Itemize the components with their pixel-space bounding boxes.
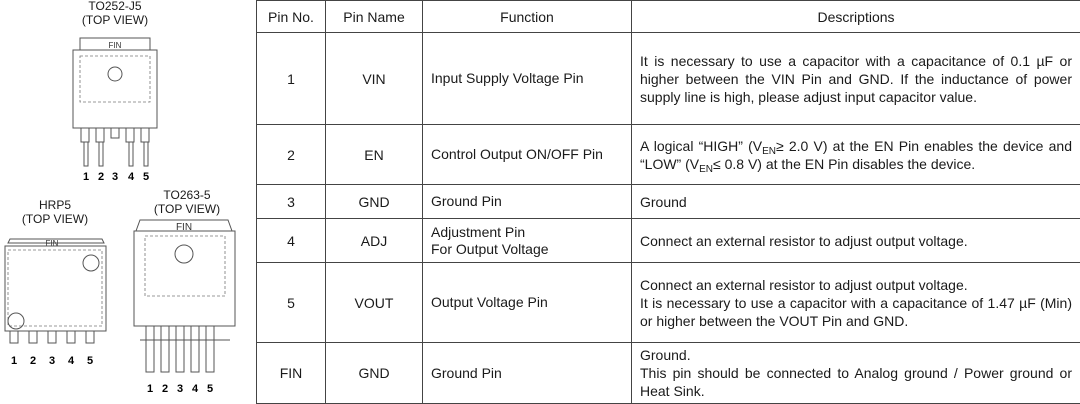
- to263-pin-number: 4: [192, 383, 199, 395]
- table-row: 3 GND Ground Pin Ground: [257, 185, 1080, 219]
- function-line: Ground Pin: [431, 193, 623, 210]
- function-cell: Output Voltage Pin: [423, 263, 632, 343]
- to263-pin-number: 3: [177, 383, 183, 395]
- function-cell: Input Supply Voltage Pin: [423, 33, 632, 125]
- header-pin-name: Pin Name: [326, 1, 423, 33]
- to263-pin-number: 5: [207, 383, 213, 395]
- function-line: Ground Pin: [431, 365, 623, 382]
- function-cell: Control Output ON/OFF Pin: [423, 125, 632, 185]
- header-descriptions: Descriptions: [632, 1, 1080, 33]
- description-cell: Ground: [632, 185, 1080, 219]
- description-cell: Ground.This pin should be connected to A…: [632, 343, 1080, 404]
- description-cell: Connect an external resistor to adjust o…: [632, 263, 1080, 343]
- function-cell: Ground Pin: [423, 343, 632, 404]
- header-function: Function: [423, 1, 632, 33]
- function-line: For Output Voltage: [431, 241, 623, 258]
- pin-name-cell: GND: [326, 185, 423, 219]
- to263-pin-number: 2: [162, 383, 168, 395]
- function-line: Adjustment Pin: [431, 224, 623, 241]
- description-line: This pin should be connected to Analog g…: [640, 364, 1072, 400]
- description-line: It is necessary to use a capacitor with …: [640, 52, 1072, 106]
- to263-pin1-mark: [175, 245, 193, 263]
- pin-no-cell: 3: [257, 185, 326, 219]
- en-desc-part1: A logical “HIGH” (V: [640, 138, 762, 154]
- en-desc-part3: ≤ 0.8 V) at the EN Pin disables the devi…: [713, 156, 975, 172]
- table-row: 1 VIN Input Supply Voltage Pin It is nec…: [257, 33, 1080, 125]
- description-line: It is necessary to use a capacitor with …: [640, 294, 1072, 330]
- table-row: FIN GND Ground Pin Ground.This pin shoul…: [257, 343, 1080, 404]
- table-row: 5 VOUT Output Voltage Pin Connect an ext…: [257, 263, 1080, 343]
- table-row: 2 EN Control Output ON/OFF Pin A logical…: [257, 125, 1080, 185]
- pin-no-cell: FIN: [257, 343, 326, 404]
- pin-name-cell: GND: [326, 343, 423, 404]
- description-cell: It is necessary to use a capacitor with …: [632, 33, 1080, 125]
- description-line: Connect an external resistor to adjust o…: [640, 276, 1072, 294]
- to263-leads: [140, 326, 230, 372]
- description-line: Ground.: [640, 346, 1072, 364]
- pin-no-cell: 2: [257, 125, 326, 185]
- description-line: Ground: [640, 193, 1072, 211]
- description-line: Connect an external resistor to adjust o…: [640, 232, 1072, 250]
- function-line: Output Voltage Pin: [431, 294, 623, 311]
- pin-name-cell: VOUT: [326, 263, 423, 343]
- pin-no-cell: 4: [257, 219, 326, 263]
- table-header-row: Pin No. Pin Name Function Descriptions: [257, 1, 1080, 33]
- function-line: Control Output ON/OFF Pin: [431, 146, 623, 163]
- description-cell: A logical “HIGH” (VEN≥ 2.0 V) at the EN …: [632, 125, 1080, 185]
- pin-no-cell: 1: [257, 33, 326, 125]
- pin-name-cell: ADJ: [326, 219, 423, 263]
- header-pin-no: Pin No.: [257, 1, 326, 33]
- function-line: Input Supply Voltage Pin: [431, 70, 623, 87]
- en-subscript: EN: [699, 164, 713, 175]
- to263-pin-number: 1: [147, 383, 153, 395]
- pin-no-cell: 5: [257, 263, 326, 343]
- pin-description-table: Pin No. Pin Name Function Descriptions 1…: [256, 0, 1080, 404]
- package-diagrams: TO252-J5 (TOP VIEW) FIN 1 2 3 4 5 HRP5 (…: [0, 0, 256, 402]
- function-cell: Ground Pin: [423, 185, 632, 219]
- pin-name-cell: VIN: [326, 33, 423, 125]
- description-cell: Connect an external resistor to adjust o…: [632, 219, 1080, 263]
- to263-package-drawing: FIN 1 2 3 4 5: [0, 0, 256, 402]
- pin-name-cell: EN: [326, 125, 423, 185]
